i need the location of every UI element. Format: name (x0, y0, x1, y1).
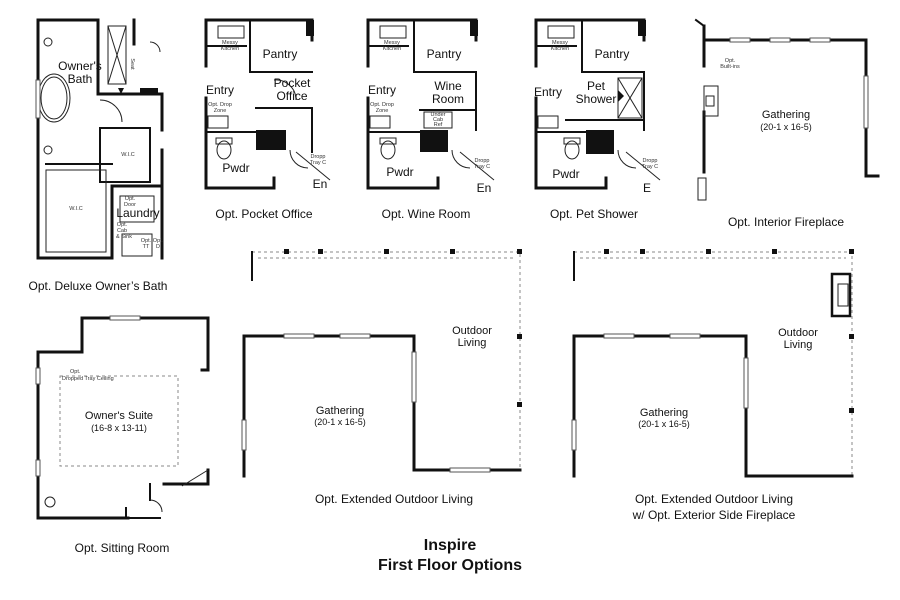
plan-pocket-office: Messy Kitchen Pantry Entry Pocket Office… (204, 18, 331, 221)
tray-label-2: Tray C (474, 164, 490, 170)
plan-sitting-room: Opt. Dropped Tray Ceiling Owner's Suite … (35, 315, 210, 555)
plan-extended-outdoor-living: Outdoor Living Gathering (20-1 x 16-5) O… (241, 249, 522, 506)
outdoor-living-label-2: Living (458, 337, 487, 349)
plan-wine-room: Messy Kitchen Pantry Entry Wine Room Opt… (366, 18, 495, 221)
outdoor-living-label: Outdoor (778, 327, 818, 339)
under-cab-label-3: Ref (434, 122, 443, 128)
tray-ceiling-label: Opt. (70, 369, 81, 375)
caption-pet-shower: Opt. Pet Shower (550, 207, 638, 221)
pantry-label: Pantry (263, 47, 298, 61)
caption-wine-room: Opt. Wine Room (382, 207, 471, 221)
wic-label-1: W.I.C (121, 152, 134, 158)
entry-partial-label: En (313, 177, 328, 191)
drop-zone-label: Opt. Drop (208, 102, 232, 108)
drop-zone-label-2: Zone (376, 108, 389, 114)
tray-label: Dropp (311, 154, 326, 160)
entry-label: Entry (206, 83, 234, 97)
outdoor-living-label: Outdoor (452, 325, 492, 337)
tray-label: Dropp (475, 158, 490, 164)
owners-suite-dims: (16-8 x 13-11) (91, 423, 147, 433)
entry-partial-label: En (477, 181, 492, 195)
pwdr-label: Pwdr (552, 167, 579, 181)
owners-bath-label-2: Bath (68, 72, 93, 86)
plan-extended-outdoor-living-fireplace: Outdoor Living Gathering (20-1 x 16-5) O… (571, 249, 854, 522)
opt-cab-label-3: & Sink (116, 234, 132, 240)
owners-suite-label: Owner's Suite (85, 410, 153, 422)
opt-tt-label: Opt. (141, 238, 152, 244)
laundry-label: Laundry (116, 206, 159, 220)
tray-label-2: Tray C (642, 164, 658, 170)
entry-label: Entry (534, 85, 562, 99)
opt-tt-label-2: TT (143, 244, 150, 250)
messy-kitchen-label-2: Kitchen (221, 46, 239, 52)
caption-extended-outdoor-fireplace-1: Opt. Extended Outdoor Living (635, 492, 793, 506)
gathering-dims: (20-1 x 16-5) (314, 417, 366, 427)
owners-bath-label: Owner's (58, 59, 102, 73)
builtins-label: Opt. (725, 58, 736, 64)
opt-cab-label: Opt. (117, 222, 128, 228)
entry-partial-label: E (643, 181, 651, 195)
drop-zone-label: Opt. Drop (370, 102, 394, 108)
gathering-label: Gathering (762, 109, 810, 121)
plan-interior-fireplace: Opt. Built-ins Gathering (20-1 x 16-5) O… (694, 18, 880, 229)
sheet-title: Inspire (424, 537, 477, 554)
messy-kitchen-label-2: Kitchen (383, 46, 401, 52)
messy-kitchen-label: Messy (552, 40, 568, 46)
caption-extended-outdoor-living: Opt. Extended Outdoor Living (315, 492, 473, 506)
wine-room-label-2: Room (432, 92, 464, 106)
outdoor-living-label-2: Living (784, 339, 813, 351)
under-cab-label: Under (431, 112, 446, 118)
drop-zone-label-2: Zone (214, 108, 227, 114)
wine-room-label: Wine (434, 79, 462, 93)
caption-interior-fireplace: Opt. Interior Fireplace (728, 215, 844, 229)
caption-deluxe-owners-bath: Opt. Deluxe Owner’s Bath (29, 279, 168, 293)
caption-pocket-office: Opt. Pocket Office (215, 207, 312, 221)
seat-label: Seat (129, 58, 135, 70)
opt-cab-label-2: Cab (117, 228, 127, 234)
pwdr-label: Pwdr (386, 165, 413, 179)
gathering-label: Gathering (640, 407, 688, 419)
pantry-label: Pantry (427, 47, 462, 61)
gathering-dims: (20-1 x 16-5) (638, 419, 690, 429)
pocket-office-label: Pocket (274, 76, 311, 90)
pet-shower-label: Pet (587, 79, 606, 93)
sheet-subtitle: First Floor Options (378, 557, 522, 574)
tray-label: Dropp (643, 158, 658, 164)
pantry-label: Pantry (595, 47, 630, 61)
under-cab-label-2: Cab (433, 117, 443, 123)
opt-d-label: Opt. (153, 238, 164, 244)
entry-label: Entry (368, 83, 396, 97)
messy-kitchen-label: Messy (384, 40, 400, 46)
plan-pet-shower: Messy Kitchen Pantry Entry Pet Shower Pw… (534, 18, 661, 221)
wic-label-2: W.I.C (69, 206, 82, 212)
plan-deluxe-owners-bath: Owner's Bath Seat W.I.C W.I.C Laundry Op… (29, 18, 168, 293)
tray-ceiling-label-2: Dropped Tray Ceiling (62, 376, 114, 382)
pocket-office-label-2: Office (276, 89, 307, 103)
builtins-label-2: Built-ins (720, 64, 740, 70)
opt-d-label-2: D (156, 244, 160, 250)
gathering-label: Gathering (316, 405, 364, 417)
pet-shower-label-2: Shower (576, 92, 617, 106)
gathering-dims: (20-1 x 16-5) (760, 122, 812, 132)
tray-label-2: Tray C (310, 160, 326, 166)
pwdr-label: Pwdr (222, 161, 249, 175)
messy-kitchen-label-2: Kitchen (551, 46, 569, 52)
caption-extended-outdoor-fireplace-2: w/ Opt. Exterior Side Fireplace (632, 508, 796, 522)
messy-kitchen-label: Messy (222, 40, 238, 46)
caption-sitting-room: Opt. Sitting Room (75, 541, 170, 555)
opt-door-label: Opt. (125, 196, 136, 202)
opt-door-label-2: Door (124, 202, 136, 208)
